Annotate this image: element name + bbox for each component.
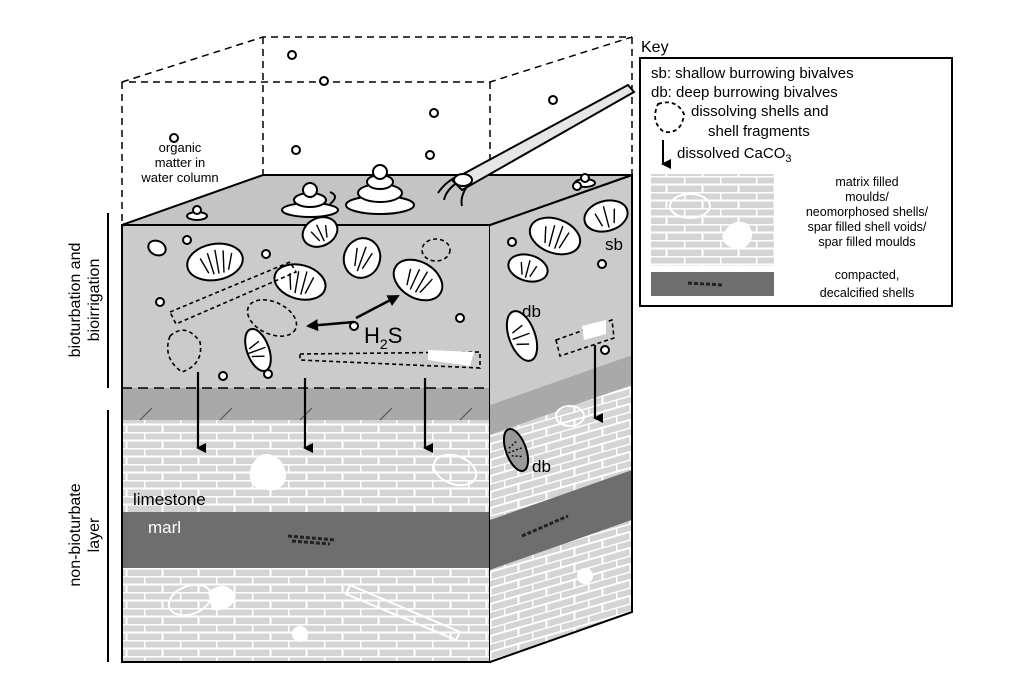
gastropod-small	[186, 173, 596, 221]
key-limestone-swatch	[651, 174, 774, 266]
key-matrix-line1: matrix filled	[835, 175, 898, 189]
organic-matter-label-line3: water column	[140, 170, 218, 185]
h2s-label: H2S	[364, 323, 402, 352]
key-sb-entry: sb: shallow burrowing bivalves	[651, 65, 854, 82]
spar-fill-shell-fragments	[428, 320, 606, 366]
db-upper-label: db	[522, 302, 541, 321]
gastropod-medium	[281, 182, 339, 218]
dissolved-caco3-arrows	[196, 345, 603, 453]
sb-label: sb	[605, 235, 623, 254]
deep-burrowing-bivalves	[502, 310, 539, 472]
cephalopod-icon	[437, 83, 636, 207]
key-legend: Key sb: shallow burrowing bivalves db: d…	[639, 39, 953, 307]
key-compacted-line1: compacted,	[835, 268, 900, 282]
key-matrix-line3: neomorphosed shells/	[806, 205, 929, 219]
key-title: Key	[641, 39, 669, 56]
key-compacted-line2: decalcified shells	[820, 286, 915, 300]
key-matrix-line5: spar filled moulds	[818, 235, 915, 249]
bioturbation-label-line1: bioturbation and	[67, 243, 84, 358]
key-dissolving-line2: shell fragments	[708, 123, 810, 140]
compacted-decalcified-shells	[287, 514, 569, 546]
bioturbation-label-line2: bioirrigation	[86, 259, 103, 342]
key-dissolving-line1: dissolving shells and	[691, 103, 829, 120]
key-dissolved-caco3: dissolved CaCO3	[677, 145, 792, 165]
key-dissolving-shell-icon	[654, 101, 685, 134]
sediment-nodules	[155, 181, 610, 381]
surface-gastropods	[186, 164, 596, 221]
key-matrix-line4: spar filled shell voids/	[808, 220, 927, 234]
limestone-label: limestone	[133, 490, 206, 509]
key-db-entry: db: deep burrowing bivalves	[651, 84, 838, 101]
key-matrix-line2: moulds/	[845, 190, 889, 204]
h2s-arrows	[306, 294, 400, 332]
organic-matter-label-line2: matter in	[155, 155, 206, 170]
nonbioturbate-label-line2: layer	[86, 517, 103, 552]
marl-label: marl	[148, 518, 181, 537]
gastropod-large	[345, 164, 415, 215]
db-lower-label: db	[532, 457, 551, 476]
nonbioturbate-label-line1: non-bioturbate	[67, 483, 84, 586]
dissolving-shells	[166, 238, 615, 373]
organic-matter-label-line1: organic	[159, 140, 202, 155]
shallow-burrowing-bivalves	[147, 199, 629, 373]
water-column-outline	[121, 36, 633, 225]
limestone-moulds	[167, 405, 593, 642]
